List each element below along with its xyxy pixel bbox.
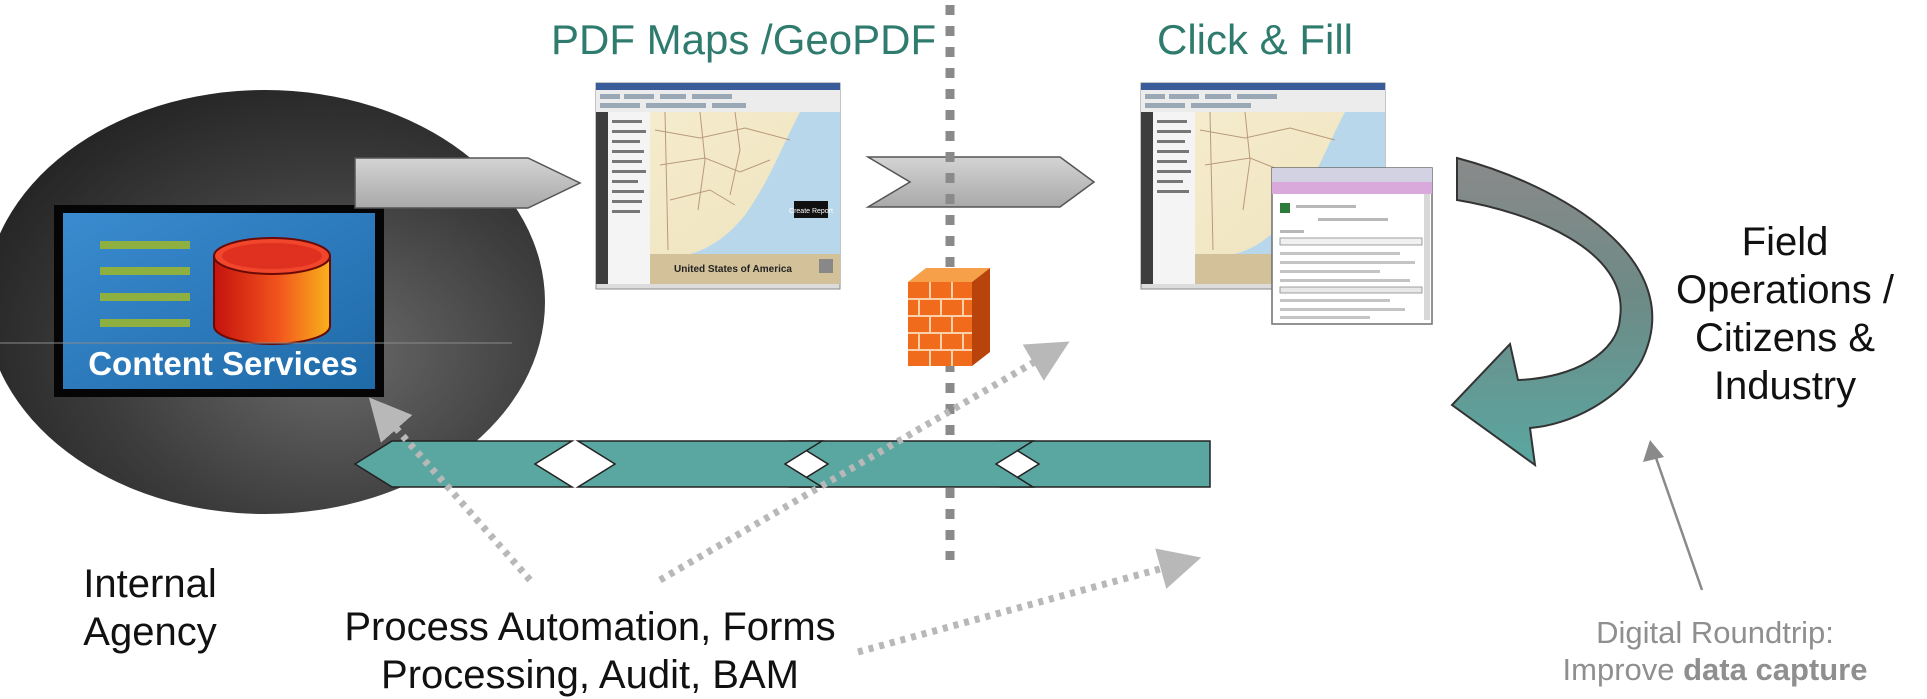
field-operations-line-3: Citizens & — [1694, 316, 1876, 360]
content-services-label: Content Services — [88, 345, 358, 382]
roundtrip-pointer-head — [1643, 440, 1664, 462]
internal-agency-line-1: Internal — [83, 562, 217, 606]
digital-roundtrip-line-2: Improve data capture — [1515, 651, 1915, 688]
outbound-arrow-1 — [354, 157, 582, 209]
field-operations-line-4: Industry — [1713, 364, 1857, 408]
database-icon — [213, 237, 331, 345]
field-operations-line-1: Field — [1741, 220, 1829, 264]
curved-return-arrow — [1450, 156, 1654, 468]
click-fill-title: Click & Fill — [1157, 16, 1353, 63]
map-caption: United States of America — [674, 264, 792, 275]
create-report-button-label: Create Report — [789, 208, 833, 215]
process-automation-line-1: Process Automation, Forms — [344, 605, 836, 649]
roundtrip-pointer-arrow — [1653, 454, 1704, 591]
dotted-arrow-to-content-services — [368, 397, 533, 583]
digital-roundtrip-line-1: Digital Roundtrip: — [1596, 615, 1834, 650]
content-services-panel: Content Services — [54, 205, 384, 397]
dotted-arrow-to-field — [857, 548, 1202, 656]
pdf-maps-title: PDF Maps /GeoPDF — [551, 16, 937, 63]
firewall-icon — [908, 268, 990, 366]
outbound-arrow-2 — [865, 156, 1096, 208]
digital-roundtrip-prefix: Improve — [1562, 652, 1684, 688]
pdf-map-screenshot: Create Report United States of America — [595, 82, 841, 290]
return-arrow-1 — [999, 440, 1211, 488]
internal-agency-label: Internal Agency — [70, 560, 230, 656]
return-arrow-3 — [575, 440, 825, 488]
field-operations-line-2: Operations / — [1676, 268, 1894, 312]
list-lines-icon — [100, 241, 190, 327]
form-screenshot — [1271, 167, 1433, 325]
digital-roundtrip-label: Digital Roundtrip: Improve data capture — [1515, 614, 1915, 688]
digital-roundtrip-bold: data capture — [1683, 652, 1868, 688]
return-arrow-4 — [353, 440, 575, 488]
process-automation-label: Process Automation, Forms Processing, Au… — [290, 603, 890, 699]
return-arrow-2 — [788, 440, 1036, 488]
process-automation-line-2: Processing, Audit, BAM — [381, 653, 799, 697]
field-operations-label: Field Operations / Citizens & Industry — [1660, 218, 1910, 410]
internal-agency-line-2: Agency — [83, 610, 217, 654]
